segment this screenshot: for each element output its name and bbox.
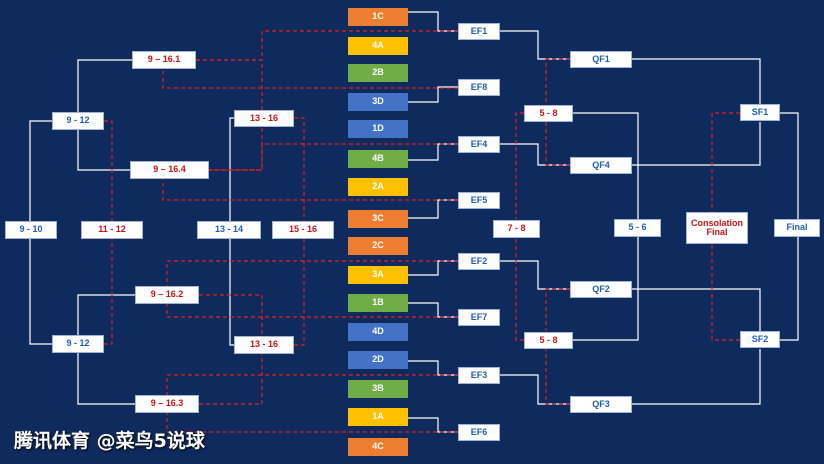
placement-node-13-14: 13 - 14 — [197, 221, 261, 239]
match-node-ef7: EF7 — [458, 309, 500, 326]
team-box-4c: 4C — [348, 438, 408, 456]
match-node-ef4: EF4 — [458, 136, 500, 153]
watermark-text: 腾讯体育 @菜鸟5说球 — [14, 430, 205, 452]
match-node-sf2: SF2 — [740, 331, 780, 348]
team-box-4a: 4A — [348, 37, 408, 55]
match-node-qf4: QF4 — [570, 157, 632, 174]
placement-node-9-16-4: 9 – 16.4 — [130, 161, 209, 179]
team-box-1b: 1B — [348, 294, 408, 312]
match-node-ef1: EF1 — [458, 23, 500, 40]
placement-node-15-16: 15 - 16 — [272, 221, 334, 239]
placement-node-9-16-2: 9 – 16.2 — [135, 286, 199, 304]
placement-node-9-16-3: 9 – 16.3 — [135, 395, 199, 413]
solid-connectors — [29, 11, 799, 433]
team-box-3d: 3D — [348, 93, 408, 111]
team-box-2a: 2A — [348, 178, 408, 196]
placement-node-5-8-lower: 5 - 8 — [524, 332, 573, 349]
team-box-1d: 1D — [348, 120, 408, 138]
team-box-3b: 3B — [348, 380, 408, 398]
placement-node-9-12-upper: 9 - 12 — [52, 112, 104, 130]
placement-node-9-10: 9 - 10 — [5, 221, 57, 239]
team-box-4b: 4B — [348, 150, 408, 168]
match-node-ef5: EF5 — [458, 192, 500, 209]
team-box-1a: 1A — [348, 408, 408, 426]
match-node-sf1: SF1 — [740, 104, 780, 121]
dashed-connectors — [104, 30, 740, 433]
placement-node-7-8: 7 - 8 — [493, 220, 540, 238]
match-node-consolation-final: Consolation Final — [686, 212, 748, 244]
placement-node-11-12: 11 - 12 — [81, 221, 143, 239]
team-box-3a: 3A — [348, 266, 408, 284]
match-node-qf3: QF3 — [570, 396, 632, 413]
team-box-2d: 2D — [348, 351, 408, 369]
match-node-ef6: EF6 — [458, 424, 500, 441]
match-node-qf1: QF1 — [570, 51, 632, 68]
placement-node-9-12-lower: 9 - 12 — [52, 335, 104, 353]
placement-node-5-6: 5 - 6 — [614, 219, 661, 237]
match-node-final: Final — [774, 219, 820, 237]
match-node-qf2: QF2 — [570, 281, 632, 298]
match-node-ef8: EF8 — [458, 79, 500, 96]
team-box-1c: 1C — [348, 8, 408, 26]
match-node-ef2: EF2 — [458, 253, 500, 270]
team-box-2b: 2B — [348, 64, 408, 82]
team-box-2c: 2C — [348, 237, 408, 255]
placement-node-5-8-upper: 5 - 8 — [524, 105, 573, 122]
team-box-3c: 3C — [348, 210, 408, 228]
placement-node-13-16-upper: 13 - 16 — [234, 110, 294, 127]
match-node-ef3: EF3 — [458, 367, 500, 384]
team-box-4d: 4D — [348, 323, 408, 341]
placement-node-9-16-1: 9 – 16.1 — [132, 51, 196, 69]
placement-node-13-16-lower: 13 - 16 — [234, 336, 294, 354]
